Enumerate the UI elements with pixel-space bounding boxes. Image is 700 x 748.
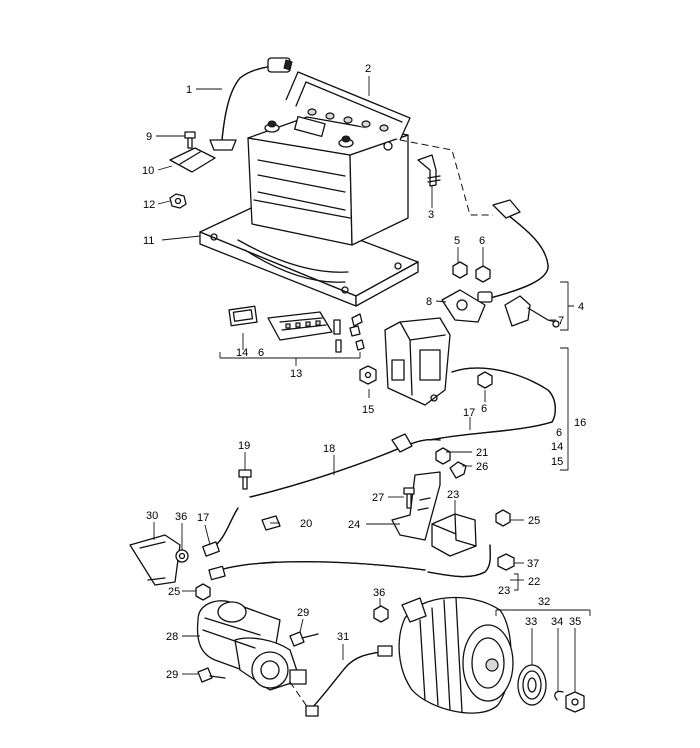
- label-9: 9: [146, 131, 152, 143]
- cover-plate-8: [441, 289, 486, 323]
- label-5: 5: [454, 235, 460, 247]
- label-29-bottom: 29: [166, 669, 178, 681]
- bolt-19: [238, 469, 252, 490]
- group-brackets: [219, 281, 591, 616]
- cable-22: [208, 544, 491, 581]
- label-18: 18: [323, 443, 335, 455]
- label-33: 33: [525, 616, 537, 628]
- label-17-lower: 17: [197, 512, 209, 524]
- washer-34: [554, 690, 564, 701]
- label-36-left: 36: [175, 511, 187, 523]
- label-36-right: 36: [373, 587, 385, 599]
- label-2: 2: [365, 63, 371, 75]
- cable-31: [305, 645, 393, 717]
- starter-motor-28: [196, 600, 307, 691]
- nut-6-middle: [477, 371, 493, 389]
- label-23-connector: 23: [447, 489, 459, 501]
- label-6-fusebox: 6: [258, 347, 264, 359]
- nut-25-left: [195, 583, 211, 601]
- label-15-right: 15: [551, 456, 563, 468]
- label-24: 24: [348, 519, 360, 531]
- nut-36-left: [175, 549, 189, 563]
- label-14-right: 14: [551, 441, 563, 453]
- label-6-top: 6: [479, 235, 485, 247]
- label-25-left: 25: [168, 586, 180, 598]
- leader-lines: [153, 76, 576, 692]
- cable-clip-3: [417, 154, 441, 187]
- starter-heat-shield-30: [129, 534, 181, 586]
- terminal-nut-6-top: [475, 265, 491, 283]
- nut-15: [359, 365, 377, 385]
- label-11: 11: [143, 235, 154, 247]
- terminal-nut-5: [452, 261, 468, 279]
- label-30: 30: [146, 510, 158, 522]
- label-3: 3: [428, 209, 434, 221]
- label-21: 21: [476, 447, 488, 459]
- label-10: 10: [142, 165, 154, 177]
- label-26: 26: [476, 461, 488, 473]
- bolt-27: [403, 487, 415, 509]
- label-7: 7: [558, 315, 564, 327]
- nut-36-right: [373, 605, 389, 623]
- label-27: 27: [372, 492, 384, 504]
- label-23-cable: 23: [498, 585, 510, 597]
- connector-23: [431, 513, 477, 557]
- battery: [247, 71, 411, 246]
- label-15-left: 15: [362, 404, 374, 416]
- label-22: 22: [528, 576, 540, 588]
- label-4: 4: [578, 301, 584, 313]
- battery-tray: [199, 202, 419, 307]
- label-14-left: 14: [236, 347, 248, 359]
- fuse-carrier-13: [267, 311, 365, 353]
- nut-25-right: [495, 509, 511, 527]
- relay-carrier-16: [384, 317, 451, 406]
- label-20: 20: [300, 518, 312, 530]
- nut-35: [565, 691, 585, 713]
- label-6-right: 6: [556, 427, 562, 439]
- label-37: 37: [527, 558, 539, 570]
- label-35: 35: [569, 616, 581, 628]
- dash-starter-cable: [289, 681, 309, 709]
- label-32: 32: [538, 596, 550, 608]
- cable-17-lower: [202, 507, 239, 557]
- bolt-29-bottom: [197, 667, 226, 683]
- part-labels: 1 2 3 4 5 6 6 6 6 7 8 9 10 11 12 13 14 1…: [142, 63, 586, 681]
- label-19: 19: [238, 440, 250, 452]
- dash-cable-to-battery: [399, 139, 493, 216]
- nut-37: [497, 553, 515, 571]
- bracket-24: [391, 471, 441, 541]
- bolt-29-top: [289, 631, 319, 647]
- nut-21: [435, 447, 451, 465]
- label-28: 28: [166, 631, 178, 643]
- label-17-upper: 17: [463, 407, 475, 419]
- clamp-bracket-10: [169, 147, 216, 173]
- ground-strap-cable: [209, 57, 293, 151]
- label-34: 34: [551, 616, 563, 628]
- bolt-9: [184, 131, 196, 149]
- fuse-strip-14: [228, 305, 258, 327]
- cable-18: [249, 433, 441, 498]
- label-12: 12: [143, 199, 155, 211]
- label-29-top: 29: [297, 607, 309, 619]
- label-16: 16: [574, 417, 586, 429]
- label-31: 31: [337, 631, 349, 643]
- pulley-33: [517, 664, 547, 706]
- label-1: 1: [186, 84, 192, 96]
- label-8: 8: [426, 296, 432, 308]
- bolt-26: [449, 461, 467, 479]
- positive-battery-cable: [477, 199, 560, 328]
- nut-12: [169, 193, 187, 209]
- cable-17-upper: [429, 367, 556, 441]
- label-6-mid: 6: [481, 403, 487, 415]
- label-13: 13: [290, 368, 302, 380]
- label-25-right: 25: [528, 515, 540, 527]
- alternator: [398, 596, 514, 714]
